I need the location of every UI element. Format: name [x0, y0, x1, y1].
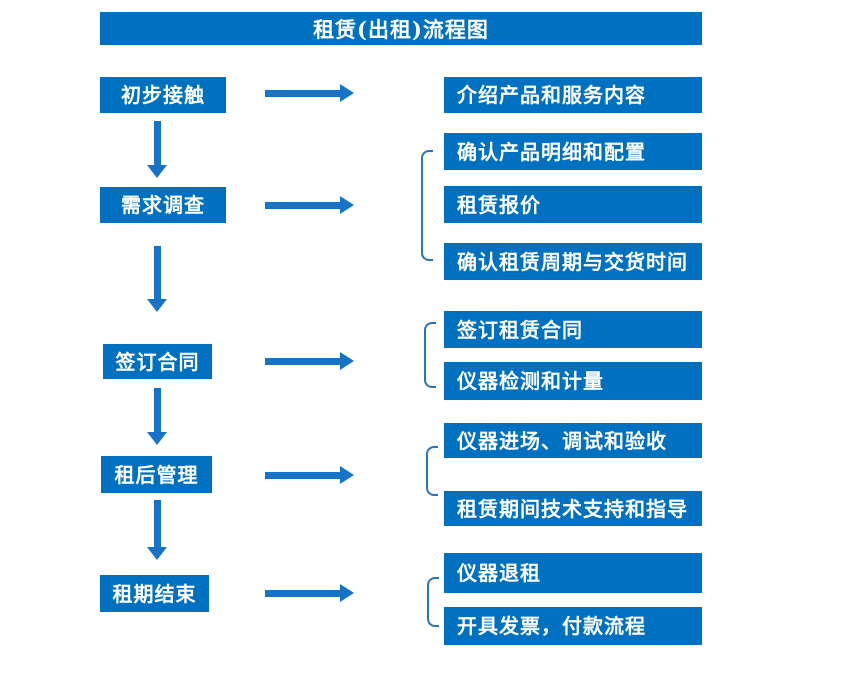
output-rental-quote: 租赁报价 — [444, 186, 702, 223]
bracket-connector — [421, 150, 433, 261]
output-confirm-period-delivery: 确认租赁周期与交货时间 — [444, 243, 702, 280]
right-arrow-shaft — [265, 201, 341, 209]
right-arrow-shaft — [265, 589, 341, 597]
right-arrow-icon — [265, 584, 354, 602]
output-instrument-return: 仪器退租 — [444, 553, 702, 593]
right-arrow-head — [340, 352, 354, 370]
stage-post-rental-management: 租后管理 — [101, 456, 212, 493]
output-instrument-testing: 仪器检测和计量 — [444, 362, 702, 400]
right-arrow-icon — [265, 466, 354, 484]
bracket-connector — [424, 322, 436, 388]
right-arrow-icon — [265, 352, 354, 370]
right-arrow-icon — [265, 84, 354, 102]
down-arrow-icon — [147, 388, 167, 445]
down-arrow-shaft — [153, 500, 161, 547]
down-arrow-head — [147, 165, 167, 178]
down-arrow-icon — [147, 121, 167, 178]
down-arrow-shaft — [153, 121, 161, 165]
bracket-connector — [426, 446, 438, 496]
right-arrow-head — [340, 84, 354, 102]
down-arrow-icon — [147, 500, 167, 560]
right-arrow-icon — [265, 196, 354, 214]
down-arrow-shaft — [153, 388, 161, 432]
right-arrow-shaft — [265, 471, 341, 479]
output-confirm-product-details: 确认产品明细和配置 — [444, 133, 702, 170]
down-arrow-head — [147, 432, 167, 445]
flowchart-title: 租赁(出租)流程图 — [100, 12, 702, 45]
down-arrow-head — [147, 299, 167, 312]
right-arrow-head — [340, 584, 354, 602]
down-arrow-icon — [147, 246, 167, 312]
right-arrow-head — [340, 466, 354, 484]
right-arrow-head — [340, 196, 354, 214]
bracket-connector — [427, 577, 439, 627]
stage-sign-contract: 签订合同 — [103, 344, 212, 379]
down-arrow-shaft — [153, 246, 161, 299]
down-arrow-head — [147, 547, 167, 560]
output-instrument-setup-acceptance: 仪器进场、调试和验收 — [444, 423, 702, 458]
output-intro-products-services: 介绍产品和服务内容 — [444, 77, 702, 113]
stage-demand-survey: 需求调查 — [100, 187, 226, 223]
stage-rental-end: 租期结束 — [100, 575, 209, 612]
output-tech-support: 租赁期间技术支持和指导 — [444, 491, 702, 526]
output-sign-rental-contract: 签订租赁合同 — [444, 311, 702, 348]
right-arrow-shaft — [265, 357, 341, 365]
right-arrow-shaft — [265, 89, 341, 97]
output-invoice-payment: 开具发票，付款流程 — [444, 607, 702, 645]
stage-initial-contact: 初步接触 — [100, 77, 226, 113]
